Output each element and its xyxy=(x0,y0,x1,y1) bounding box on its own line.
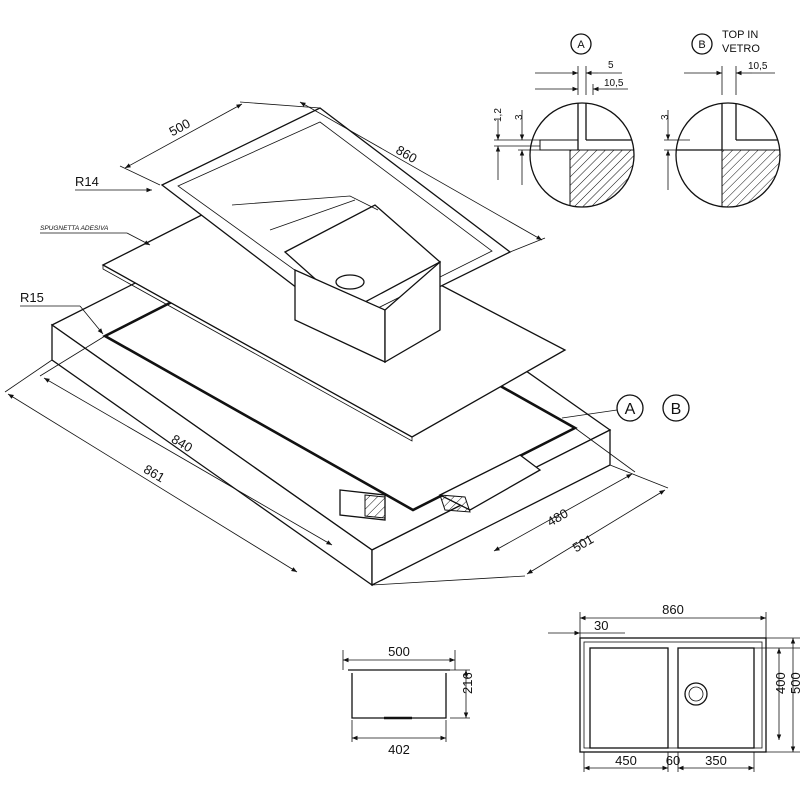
detail-a-dim-1-2: 1,2 xyxy=(493,108,504,122)
callout-a-circle xyxy=(616,394,644,422)
section-hatch xyxy=(364,494,386,519)
radius-sink: R14 xyxy=(75,174,152,193)
detail-a: A 5 10,5 1,2 3 xyxy=(493,33,635,208)
section-dim-height: 216 xyxy=(460,672,475,694)
plan-drainer xyxy=(589,647,669,749)
detail-b-dim-10-5: 10,5 xyxy=(748,61,768,72)
detail-b-label: B xyxy=(698,39,705,51)
plan-view: 860 30 400 500 450 60 350 xyxy=(548,602,800,772)
section-view: 500 216 402 xyxy=(342,644,475,757)
plan-drain xyxy=(684,682,708,706)
detail-b: B TOP IN VETRO 10,5 3 xyxy=(660,29,781,208)
section-dim-bottom: 402 xyxy=(388,742,410,757)
radius-sink-label: R14 xyxy=(75,174,99,189)
detail-b-dim-3: 3 xyxy=(660,114,671,120)
detail-a-dim-3: 3 xyxy=(514,114,525,120)
callout-a-label: A xyxy=(625,401,636,418)
dim-outer-length-label: 861 xyxy=(141,461,167,485)
plan-dim-gap: 60 xyxy=(666,753,680,768)
callout-b-circle xyxy=(662,394,690,422)
plan-bowl xyxy=(677,647,755,749)
dim-length-top-label: 860 xyxy=(393,142,419,166)
detail-a-dim-5: 5 xyxy=(608,60,614,71)
detail-a-label: A xyxy=(577,39,585,51)
adhesive-label: SPUGNETTA ADESIVA xyxy=(40,225,108,232)
detail-b-note-1: TOP IN xyxy=(722,29,758,41)
plan-dim-offset: 30 xyxy=(594,618,608,633)
radius-cutout-label: R15 xyxy=(20,290,44,305)
isometric-view: 500 860 R14 SPUGNETTA ADESIVA R15 xyxy=(4,101,690,587)
plan-dim-length: 860 xyxy=(662,602,684,617)
plan-dim-bowl: 350 xyxy=(705,753,727,768)
adhesive-callout: SPUGNETTA ADESIVA xyxy=(40,225,151,246)
detail-b-note-2: VETRO xyxy=(722,43,760,55)
section-dim-top: 500 xyxy=(388,644,410,659)
dim-outer-width-label: 501 xyxy=(570,531,596,555)
detail-a-dim-10-5: 10,5 xyxy=(604,78,624,89)
dim-cutout-width-label: 480 xyxy=(544,505,570,529)
plan-dim-drainer: 450 xyxy=(615,753,637,768)
callout-b-label: B xyxy=(671,401,682,418)
callout-ab: A B xyxy=(561,394,690,422)
plan-dim-inner-width: 400 xyxy=(773,672,788,694)
plan-dim-outer-width: 500 xyxy=(788,672,800,694)
drain-hole xyxy=(335,274,365,290)
dim-width-top-label: 500 xyxy=(166,116,192,139)
radius-cutout: R15 xyxy=(20,290,104,335)
